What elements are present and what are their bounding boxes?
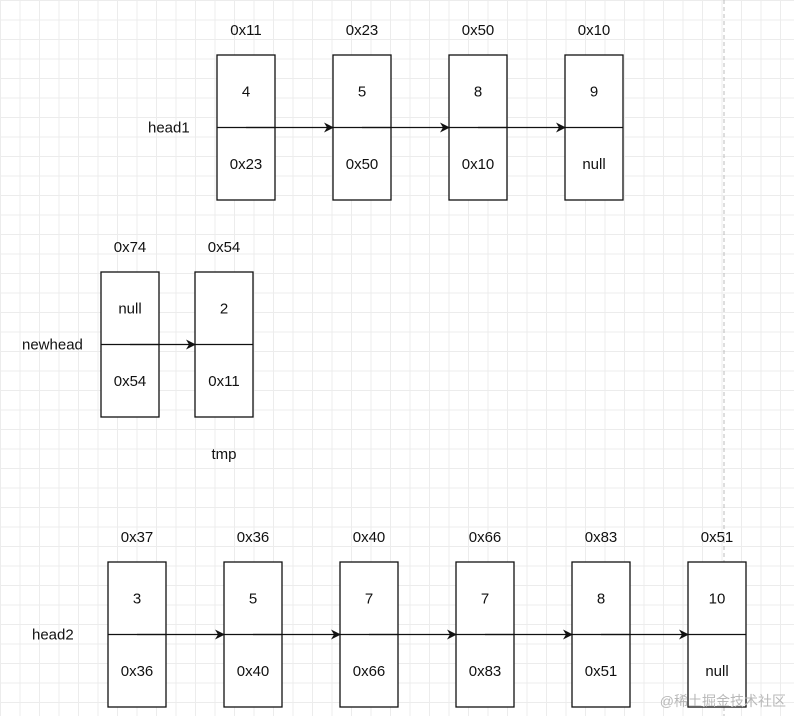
node-address: 0x66 — [469, 529, 502, 546]
tmp-label: tmp — [211, 446, 236, 463]
list-label: head1 — [148, 120, 190, 137]
list-node: 0x40 7 0x66 — [339, 529, 399, 708]
node-value: 7 — [365, 590, 373, 607]
list-node: 0x74 null 0x54 — [100, 239, 160, 418]
node-next-pointer: 0x66 — [353, 663, 386, 680]
node-address: 0x37 — [121, 529, 154, 546]
node-next-pointer: 0x11 — [208, 373, 239, 390]
node-address: 0x23 — [346, 22, 379, 39]
watermark: @稀土掘金技术社区 — [660, 693, 786, 709]
node-address: 0x10 — [578, 22, 611, 39]
list-node: 0x36 5 0x40 — [223, 529, 283, 708]
node-value: 8 — [474, 83, 482, 100]
list-node: 0x54 2 0x11 — [194, 239, 254, 418]
node-value: 7 — [481, 590, 489, 607]
node-address: 0x74 — [114, 239, 147, 256]
list-newhead: newhead 0x74 null 0x54 0x54 2 0x11 tmp — [22, 239, 254, 463]
node-value: 9 — [590, 83, 598, 100]
list-node: 0x83 8 0x51 — [571, 529, 631, 708]
node-address: 0x36 — [237, 529, 270, 546]
node-address: 0x54 — [208, 239, 241, 256]
node-value: 4 — [242, 83, 250, 100]
list-node: 0x11 4 0x23 — [216, 22, 276, 201]
node-value: 8 — [597, 590, 605, 607]
node-value: null — [118, 300, 141, 317]
node-next-pointer: 0x23 — [230, 156, 263, 173]
node-address: 0x51 — [701, 529, 734, 546]
list-node: 0x50 8 0x10 — [448, 22, 508, 201]
node-next-pointer: null — [705, 663, 728, 680]
list-label: newhead — [22, 337, 83, 354]
node-address: 0x40 — [353, 529, 386, 546]
node-next-pointer: null — [582, 156, 605, 173]
node-next-pointer: 0x40 — [237, 663, 270, 680]
node-value: 5 — [249, 590, 257, 607]
list-node: 0x51 10 null — [687, 529, 747, 708]
node-value: 5 — [358, 83, 366, 100]
node-value: 2 — [220, 300, 228, 317]
node-next-pointer: 0x54 — [114, 373, 147, 390]
node-address: 0x50 — [462, 22, 495, 39]
node-value: 10 — [709, 590, 726, 607]
node-address: 0x11 — [230, 22, 261, 39]
list-node: 0x10 9 null — [564, 22, 624, 201]
node-next-pointer: 0x51 — [585, 663, 618, 680]
node-next-pointer: 0x50 — [346, 156, 379, 173]
node-address: 0x83 — [585, 529, 618, 546]
node-value: 3 — [133, 590, 141, 607]
list-node: 0x37 3 0x36 — [107, 529, 167, 708]
node-next-pointer: 0x36 — [121, 663, 154, 680]
list-head1: head1 0x11 4 0x23 0x23 5 0x50 0x50 8 0x10 0x10 9 nul… — [148, 22, 624, 201]
list-label: head2 — [32, 627, 74, 644]
list-node: 0x66 7 0x83 — [455, 529, 515, 708]
node-next-pointer: 0x10 — [462, 156, 495, 173]
node-next-pointer: 0x83 — [469, 663, 502, 680]
list-head2: head2 0x37 3 0x36 0x36 5 0x40 0x40 7 0x66 0x66 7 0x8… — [32, 529, 747, 708]
list-node: 0x23 5 0x50 — [332, 22, 392, 201]
